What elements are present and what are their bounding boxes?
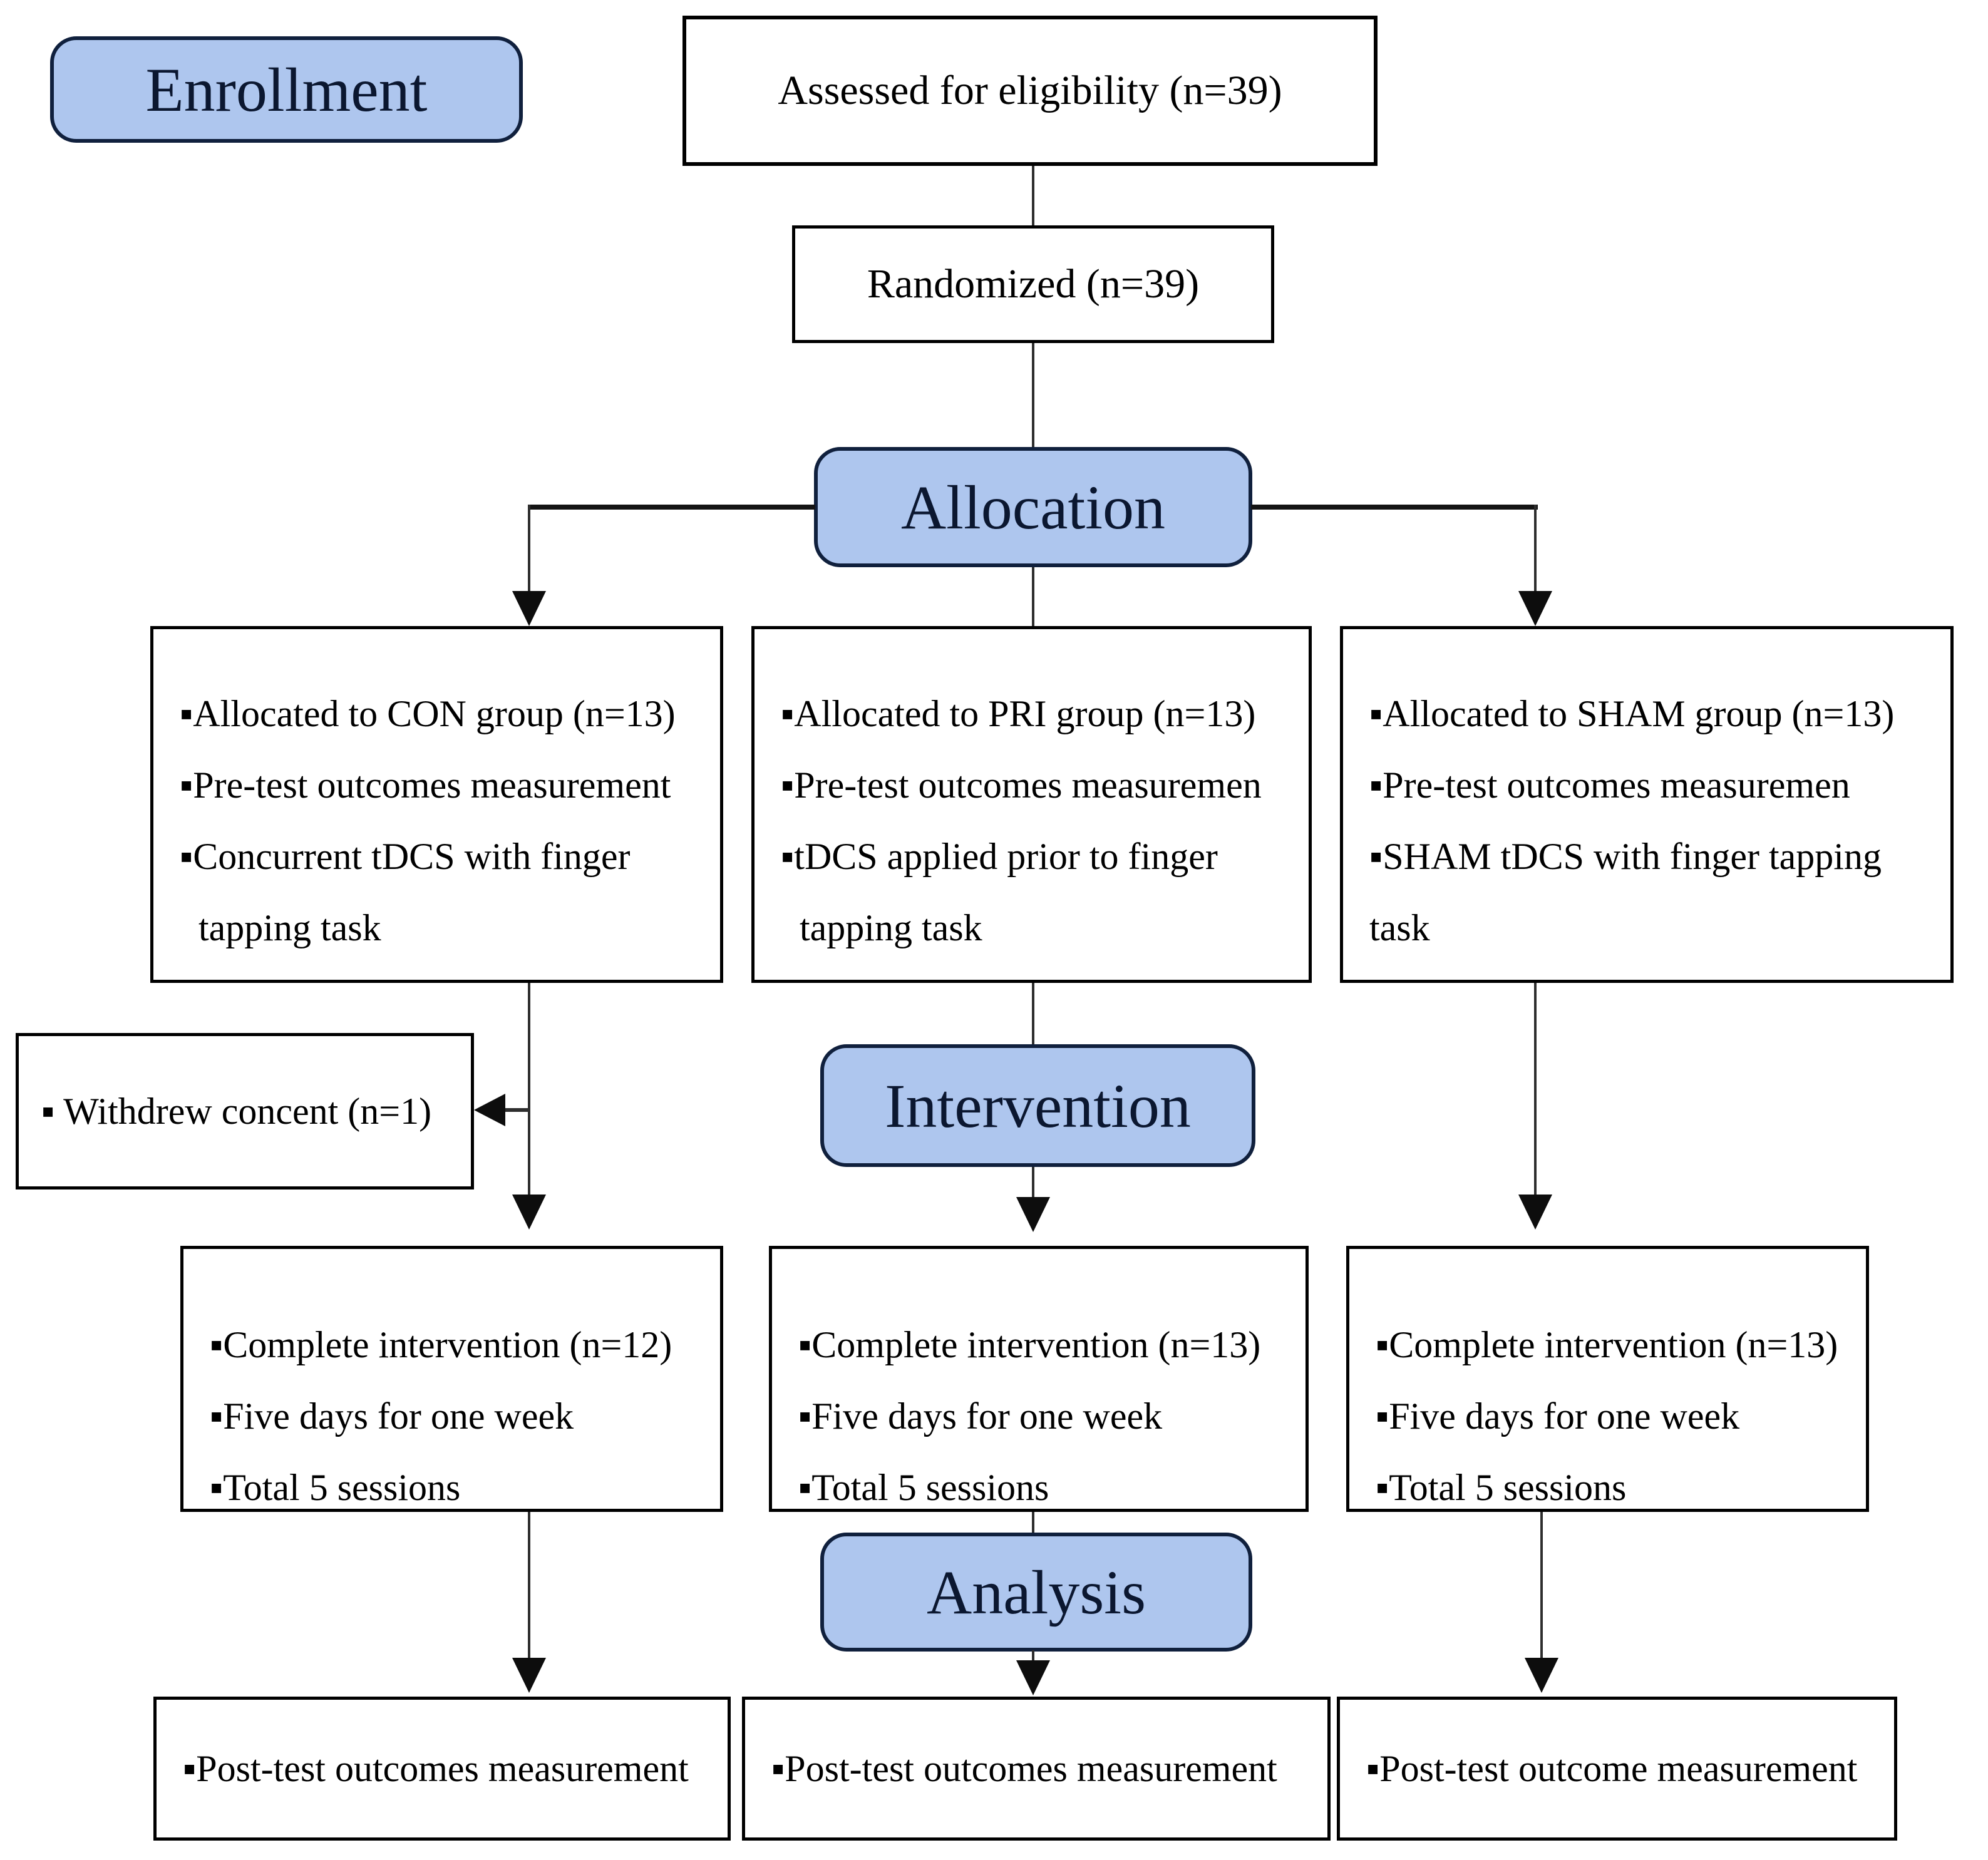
connector-randomized-allocation [1032,343,1034,448]
connector-intervention-complete [1032,1167,1034,1198]
arrowhead-into-sham-post-box [1525,1658,1558,1693]
arrowhead-into-con-box [512,591,546,626]
bullet-line: ▪Allocated to SHAM group (n=13) [1369,693,1895,734]
connector-arm-right [1251,505,1538,510]
pri-post-test-box: ▪Post-test outcomes measurement [742,1697,1331,1841]
bullet-line: ▪Pre-test outcomes measuremen [781,764,1262,806]
bullet-line: ▪Five days for one week [210,1395,574,1437]
sham-complete-intervention-box: ▪Complete intervention (n=13) ▪Five days … [1346,1246,1869,1512]
arrowhead-into-sham-complete-box [1518,1195,1552,1230]
arrowhead-into-con-post-box [512,1658,546,1693]
bullet-line: ▪Five days for one week [798,1395,1163,1437]
bullet-line: tapping task [180,907,381,948]
bullet-line: ▪Total 5 sessions [1376,1467,1627,1508]
con-complete-intervention-box: ▪Complete intervention (n=12) ▪Five days … [180,1246,723,1512]
arrowhead-into-withdrew-box [474,1094,505,1126]
connector-allocation-pri [1032,567,1034,627]
sham-post-test-box: ▪Post-test outcome measurement [1337,1697,1897,1841]
intervention-stage-badge: Intervention [820,1044,1255,1167]
connector-drop-con [528,505,530,592]
analysis-stage-badge: Analysis [820,1533,1252,1652]
con-post-test-box: ▪Post-test outcomes measurement [153,1697,731,1841]
bullet-line: ▪Total 5 sessions [210,1467,461,1508]
con-group-allocation-box: ▪Allocated to CON group (n=13) ▪Pre-test … [150,626,723,983]
pri-complete-intervention-box: ▪Complete intervention (n=13) ▪Five days … [769,1246,1309,1512]
sham-group-allocation-box: ▪Allocated to SHAM group (n=13) ▪Pre-test… [1340,626,1954,983]
arrowhead-into-sham-box [1518,591,1552,626]
bullet-line: ▪Complete intervention (n=13) [798,1324,1261,1365]
allocation-stage-badge: Allocation [814,447,1252,567]
connector-sham-post [1540,1512,1543,1659]
bullet-line: ▪Five days for one week [1376,1395,1740,1437]
connector-pri-analysis [1032,1512,1034,1534]
withdrew-consent-box: ▪ Withdrew concent (n=1) [16,1033,474,1189]
connector-con-post [528,1512,530,1659]
enrollment-stage-badge: Enrollment [50,36,523,143]
randomized-box: Randomized (n=39) [792,225,1274,343]
pri-group-allocation-box: ▪Allocated to PRI group (n=13) ▪Pre-test … [751,626,1312,983]
connector-withdrew-stub [501,1108,529,1112]
bullet-line: ▪Allocated to PRI group (n=13) [781,693,1256,734]
connector-assessed-randomized [1032,166,1034,227]
connector-con-complete [528,983,530,1196]
bullet-line: ▪Pre-test outcomes measuremen [1369,764,1850,806]
bullet-line: ▪Allocated to CON group (n=13) [180,693,676,734]
bullet-line: ▪Concurrent tDCS with finger [180,836,631,877]
assessed-eligibility-box: Assessed for eligibility (n=39) [682,16,1378,166]
connector-pri-intervention [1032,983,1034,1046]
bullet-line: ▪tDCS applied prior to finger [781,836,1218,877]
bullet-line: ▪Complete intervention (n=13) [1376,1324,1838,1365]
bullet-line: ▪Complete intervention (n=12) [210,1324,672,1365]
arrowhead-into-pri-post-box [1016,1660,1050,1695]
connector-analysis-post [1032,1650,1034,1663]
arrowhead-into-con-complete-box [512,1195,546,1230]
connector-sham-complete [1534,983,1537,1196]
connector-drop-sham [1534,505,1537,592]
bullet-line: ▪Pre-test outcomes measurement [180,764,671,806]
connector-arm-left [529,505,815,510]
bullet-line: ▪Total 5 sessions [798,1467,1049,1508]
bullet-line: ▪SHAM tDCS with finger tapping task [1369,836,1891,948]
bullet-line: tapping task [781,907,982,948]
arrowhead-into-pri-complete-box [1016,1197,1050,1232]
